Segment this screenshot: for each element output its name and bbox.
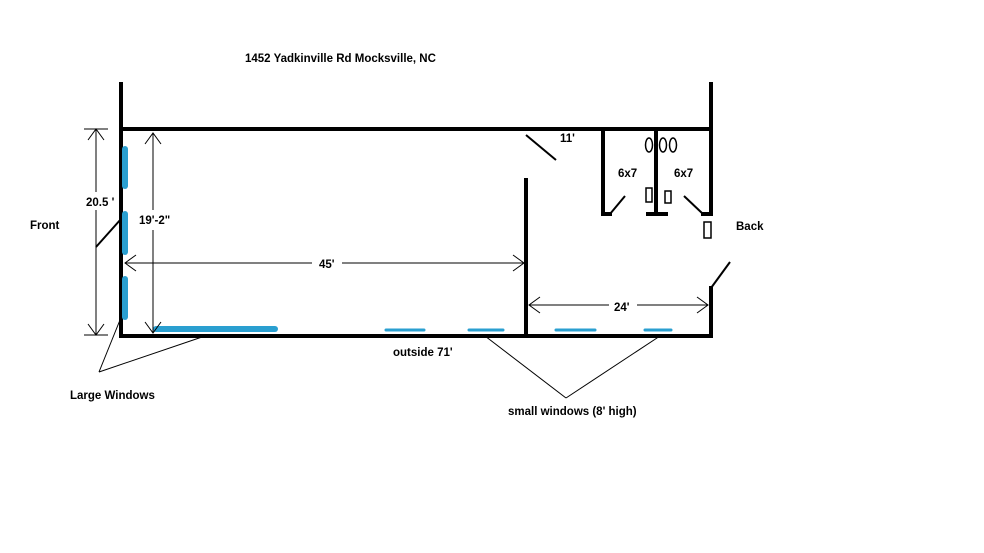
main-room-length-label: 45' [319,259,335,271]
small-windows-label: small windows (8' high) [508,406,637,418]
bathroom-right-label: 6x7 [674,168,693,180]
bathroom-right-door [683,195,704,215]
small-room-width-label: 11' [560,133,575,145]
bathroom-left-door [609,195,626,215]
sink-icon [644,137,654,153]
interior-walls [524,129,713,338]
address-title: 1452 Yadkinville Rd Mocksville, NC [245,53,436,65]
sink-icon [658,137,668,153]
back-room-length-label: 24' [614,302,630,314]
water-heater-icon [703,221,712,239]
outside-length-label: outside 71' [393,347,453,359]
toilet-icon [664,190,672,204]
small-room-door [525,134,557,161]
large-windows-label: Large Windows [70,390,155,402]
exterior-walls [119,82,713,338]
toilet-icon [645,187,653,203]
bathroom-left-label: 6x7 [618,168,637,180]
sink-icon [668,137,678,153]
back-door [710,261,731,289]
front-door [95,218,122,248]
back-label: Back [736,221,764,233]
front-label: Front [30,220,60,232]
depth-inner-label: 19'-2" [139,215,170,227]
fixtures [644,137,712,239]
depth-outer-label: 20.5 ' [86,197,115,209]
windows [122,146,673,332]
doors [95,134,731,289]
